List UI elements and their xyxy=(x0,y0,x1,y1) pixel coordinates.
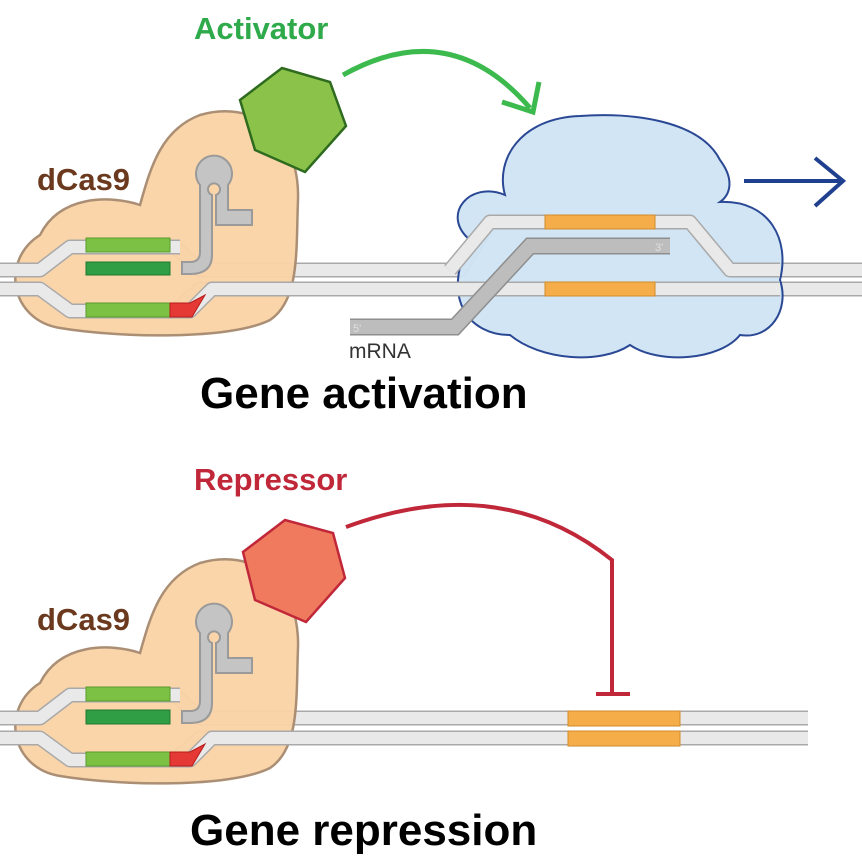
gene-top-strand xyxy=(544,214,656,230)
target-gene-top xyxy=(567,710,681,727)
gene-repression-title: Gene repression xyxy=(190,806,537,855)
guide-rna xyxy=(85,154,253,318)
target-gene-bottom xyxy=(567,730,681,747)
mrna-label: mRNA xyxy=(349,340,411,363)
repression-panel: Repressor xyxy=(0,462,808,855)
repressor-hexagon xyxy=(241,518,347,624)
gene-bottom-strand xyxy=(544,281,656,297)
gene-activation-title: Gene activation xyxy=(200,369,528,418)
transcription-bubble xyxy=(444,214,780,297)
activator-label: Activator xyxy=(194,11,328,46)
rna-polymerase xyxy=(456,114,784,359)
repressor-label: Repressor xyxy=(194,462,347,497)
activation-panel: Activator xyxy=(0,11,862,418)
dcas9-label-repression: dCas9 xyxy=(37,602,130,637)
transcription-arrow xyxy=(744,156,847,208)
activation-arrow xyxy=(341,49,542,116)
mrna-three-prime: 3' xyxy=(655,242,663,254)
dcas9-label-activation: dCas9 xyxy=(37,162,130,197)
activator-hexagon xyxy=(238,66,348,174)
mrna-five-prime: 5' xyxy=(353,323,361,335)
guide-rna-repression xyxy=(85,602,253,767)
mrna-strand: 5' 3' xyxy=(350,237,670,336)
inhibition-arrow xyxy=(345,502,630,696)
